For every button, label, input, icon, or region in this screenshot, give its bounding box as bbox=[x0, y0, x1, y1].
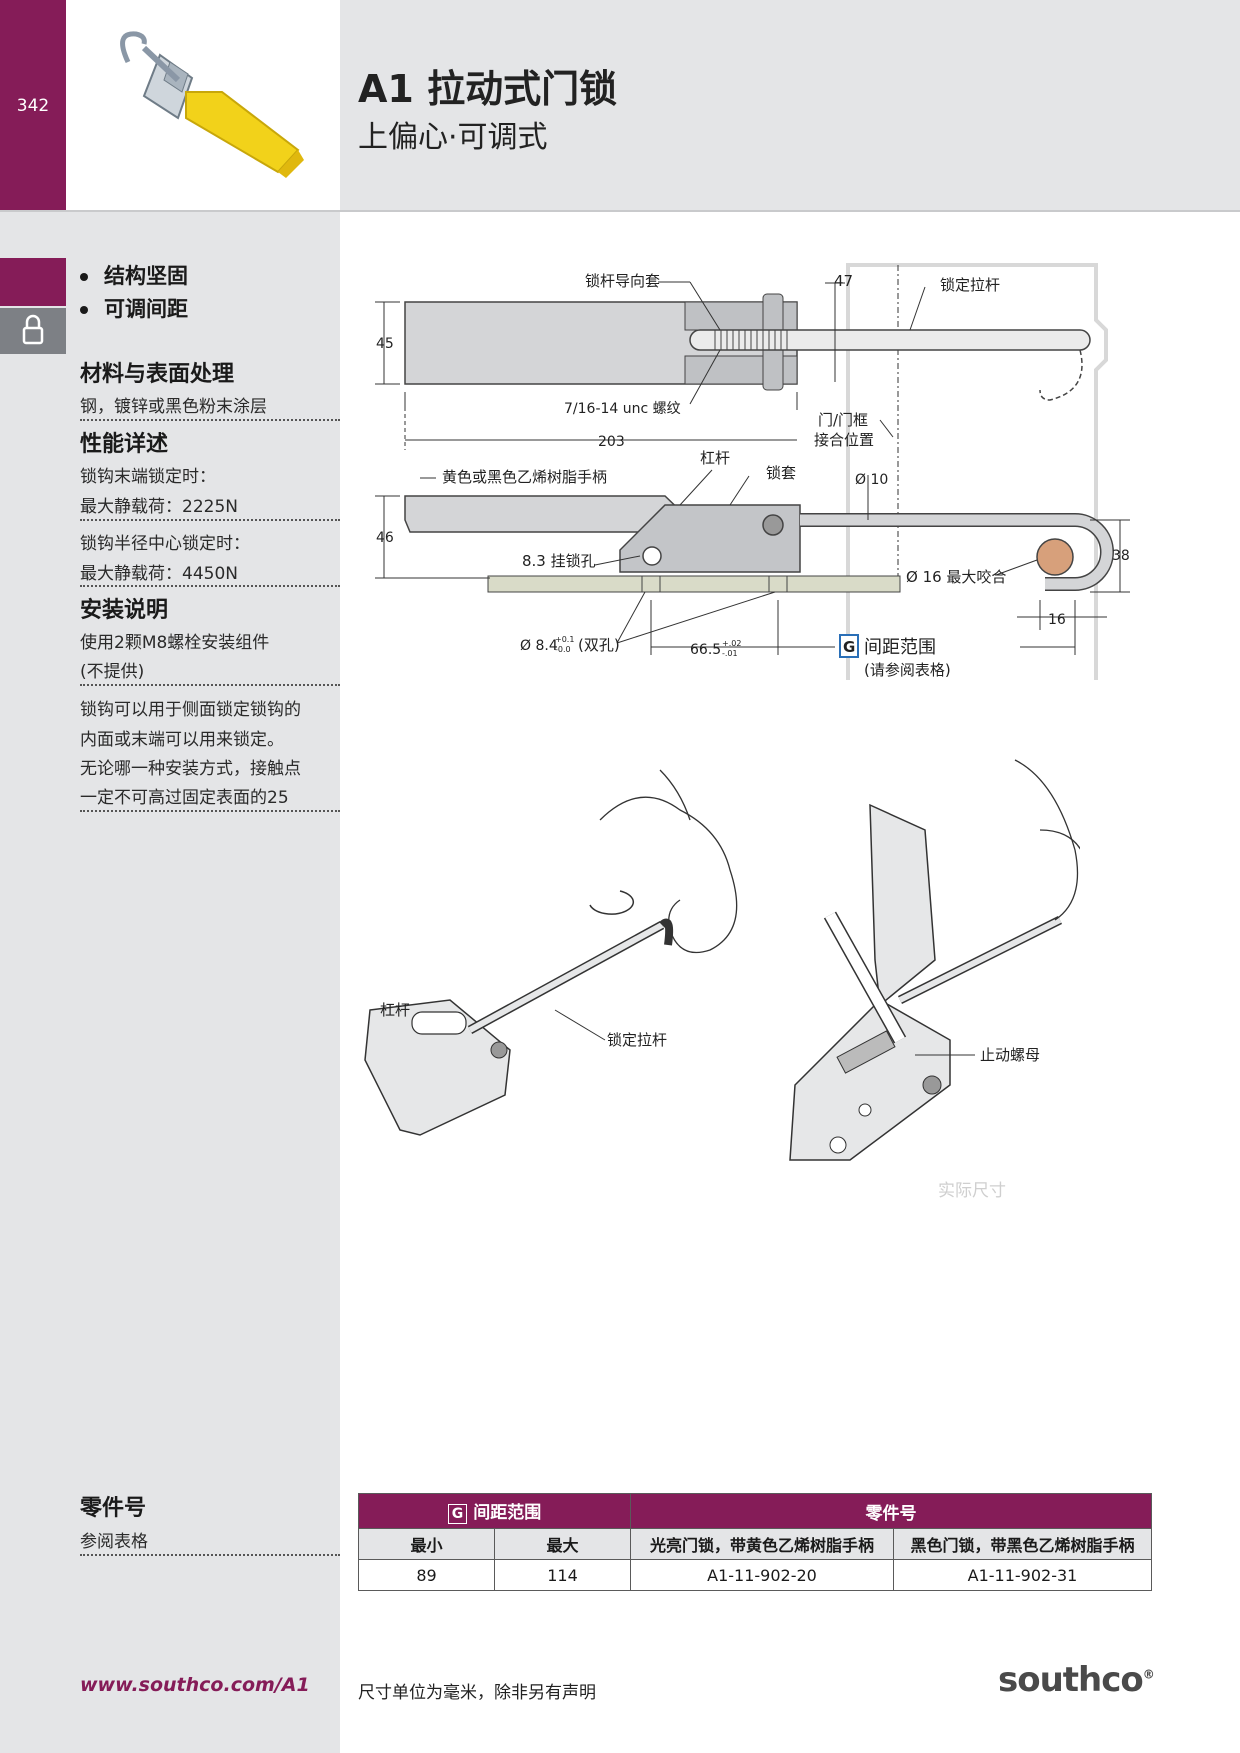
label-door-frame-2: 接合位置 bbox=[814, 431, 874, 449]
part-heading: 零件号 bbox=[80, 1496, 147, 1521]
technical-drawing: 锁杆导向套 47 锁定拉杆 45 7/16-14 unc 螺纹 门/门框 接合位… bbox=[375, 263, 1130, 680]
feature-item: 可调间距 bbox=[80, 293, 188, 323]
perf-end-label: 锁钩末端锁定时： bbox=[80, 467, 216, 487]
col-max: 最大 bbox=[494, 1528, 631, 1560]
label-tol-plus: +.02 bbox=[722, 639, 741, 648]
performance-heading: 性能详述 bbox=[80, 432, 169, 457]
divider bbox=[80, 419, 340, 421]
label-dim-16: 16 bbox=[1048, 612, 1066, 628]
divider bbox=[80, 519, 340, 521]
table-row: 89 114 A1-11-902-20 A1-11-902-31 bbox=[358, 1559, 1152, 1591]
label-max-bite: Ø 16 最大咬合 bbox=[906, 568, 1006, 586]
label-dim-203: 203 bbox=[598, 434, 625, 450]
g-badge bbox=[839, 634, 859, 658]
perf-center-label: 锁钩半径中心锁定时： bbox=[80, 534, 250, 554]
label-see-table: (请参阅表格) bbox=[864, 661, 951, 679]
footer-url-link[interactable]: www.southco.com/A1 bbox=[80, 1674, 310, 1696]
label-tol-minus: -.01 bbox=[722, 649, 738, 658]
perf-end-load: 最大静载荷：2225N bbox=[80, 497, 238, 517]
label-guide-sleeve: 锁杆导向套 bbox=[585, 272, 660, 290]
label-dim-47: 47 bbox=[834, 272, 853, 290]
divider bbox=[80, 1554, 340, 1556]
bracket-illustration bbox=[869, 803, 936, 1007]
product-photo bbox=[66, 0, 340, 210]
install-line: (不提供) bbox=[80, 662, 145, 682]
col-min: 最小 bbox=[358, 1528, 495, 1560]
label-dim-46: 46 bbox=[376, 530, 394, 546]
materials-text: 钢，镀锌或黑色粉末涂层 bbox=[80, 397, 267, 417]
g-letter: G bbox=[843, 638, 855, 656]
bullet-icon bbox=[80, 306, 88, 314]
label-double-hole: (双孔) bbox=[578, 636, 620, 654]
footer-note: 尺寸单位为毫米，除非另有声明 bbox=[358, 1683, 596, 1703]
sidebar-lock-tab bbox=[0, 308, 66, 354]
label-door-frame-1: 门/门框 bbox=[818, 411, 868, 429]
label-padlock-hole: 8.3 挂锁孔 bbox=[522, 552, 596, 570]
label-actual-size: 实际尺寸 bbox=[938, 1181, 1006, 1201]
bite-circle bbox=[1036, 538, 1074, 576]
label-hole-dia: Ø 8.4 bbox=[520, 638, 558, 654]
page-title: A1 拉动式门锁 bbox=[358, 67, 618, 111]
cell-min: 89 bbox=[358, 1559, 495, 1591]
g-box-icon: G bbox=[447, 1504, 468, 1524]
perf-center-load: 最大静载荷：4450N bbox=[80, 564, 238, 584]
col-black-black: 黑色门锁，带黑色乙烯树脂手柄 bbox=[893, 1528, 1152, 1560]
cell-part2: A1-11-902-31 bbox=[893, 1559, 1152, 1591]
feature-item: 结构坚固 bbox=[80, 260, 188, 290]
divider bbox=[80, 684, 340, 686]
label-dim-38: 38 bbox=[1112, 548, 1130, 564]
cell-max: 114 bbox=[494, 1559, 631, 1591]
lever-illustration bbox=[364, 999, 511, 1136]
actual-size-outline bbox=[846, 263, 1108, 680]
label-hole-tol-minus: -0.0 bbox=[555, 645, 571, 654]
page-subtitle: 上偏心·可调式 bbox=[358, 120, 548, 155]
label-dim-45: 45 bbox=[376, 336, 394, 352]
page-number: 342 bbox=[16, 96, 50, 116]
note-line: 一定不可高过固定表面的25 bbox=[80, 788, 289, 808]
usage-illustration: 杠杆 锁定拉杆 止动螺母 实际尺寸 bbox=[364, 759, 1080, 1201]
rod-top bbox=[689, 329, 1091, 351]
latch-product-image bbox=[120, 31, 304, 178]
table-header-part-number: 零件号 bbox=[630, 1493, 1152, 1529]
install-heading: 安装说明 bbox=[80, 598, 169, 623]
label-lever: 杠杆 bbox=[700, 449, 730, 467]
note-line: 内面或末端可以用来锁定。 bbox=[80, 730, 284, 750]
label-handle: 黄色或黑色乙烯树脂手柄 bbox=[442, 468, 607, 486]
label-dia-10: Ø 10 bbox=[855, 472, 888, 488]
sidebar-maroon-tab bbox=[0, 258, 66, 306]
label-dim-665: 66.5 bbox=[690, 642, 721, 658]
cell-part1: A1-11-902-20 bbox=[630, 1559, 894, 1591]
divider bbox=[80, 585, 340, 587]
part-text: 参阅表格 bbox=[80, 1532, 148, 1552]
header-maroon-strip bbox=[0, 0, 66, 210]
install-line: 使用2颗M8螺栓安装组件 bbox=[80, 633, 270, 653]
mount-plate bbox=[487, 575, 901, 593]
lock-icon bbox=[22, 314, 44, 345]
southco-logo: southco® bbox=[998, 1660, 1155, 1700]
label-sleeve: 锁套 bbox=[766, 464, 796, 482]
materials-heading: 材料与表面处理 bbox=[80, 362, 235, 387]
label-thread: 7/16-14 unc 螺纹 bbox=[564, 401, 681, 417]
label-grip-range: 间距范围 bbox=[864, 637, 936, 658]
label-lever-illus: 杠杆 bbox=[380, 1001, 410, 1019]
bullet-icon bbox=[80, 273, 88, 281]
label-locking-rod: 锁定拉杆 bbox=[940, 276, 1000, 294]
label-hole-tol-plus: +0.1 bbox=[555, 635, 574, 644]
note-line: 锁钩可以用于侧面锁定锁钩的 bbox=[80, 700, 301, 720]
label-rod-illus: 锁定拉杆 bbox=[607, 1031, 667, 1049]
label-stop-nut: 止动螺母 bbox=[980, 1046, 1040, 1064]
col-bright-yellow: 光亮门锁，带黄色乙烯树脂手柄 bbox=[630, 1528, 894, 1560]
note-line: 无论哪一种安装方式，接触点 bbox=[80, 759, 301, 779]
sidebar bbox=[0, 212, 340, 1753]
lever-side bbox=[619, 504, 801, 573]
divider bbox=[80, 810, 340, 812]
